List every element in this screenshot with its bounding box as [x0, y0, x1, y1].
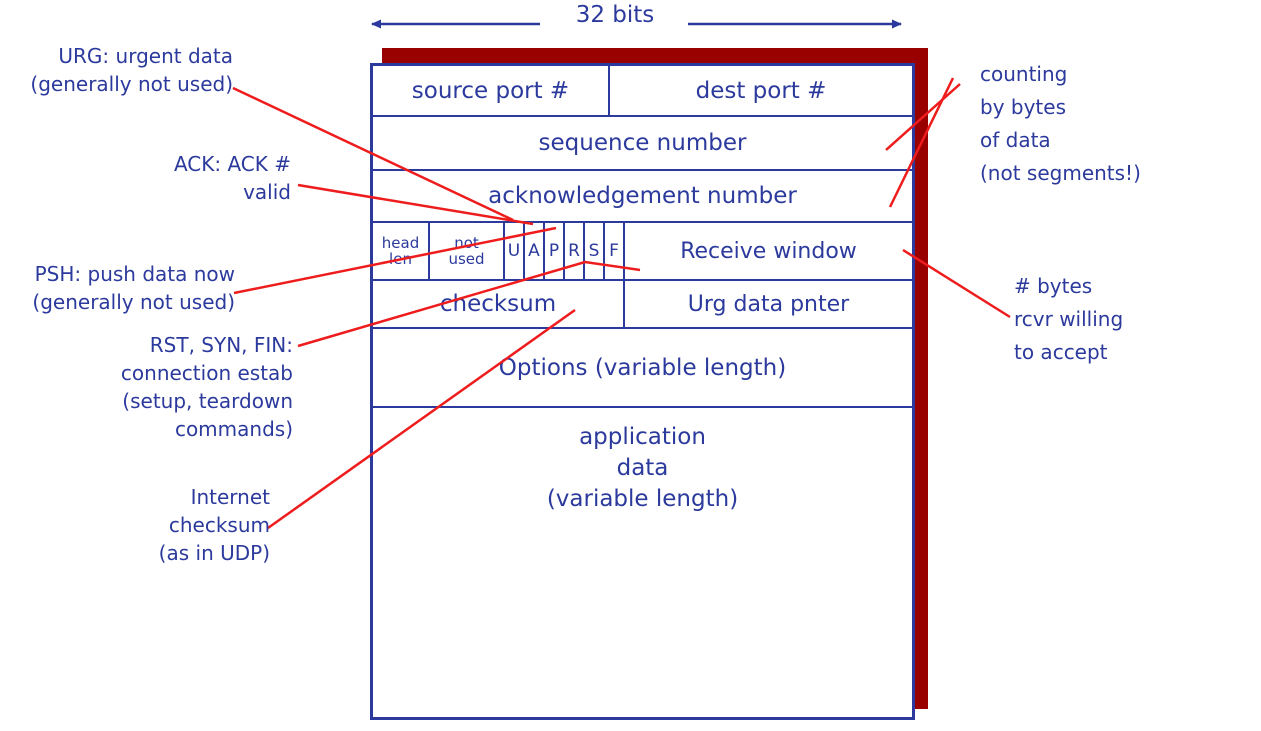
field-not-used: not used — [430, 223, 505, 279]
field-checksum: checksum — [373, 281, 625, 327]
flag-psh: P — [545, 223, 565, 279]
field-source-port: source port # — [373, 66, 610, 115]
annotation-byt-line3: to accept — [1014, 340, 1108, 364]
annotation-cnt-line4: (not segments!) — [980, 161, 1141, 185]
field-ack-number: acknowledgement number — [488, 183, 797, 209]
field-application-data: application data (variable length) — [373, 408, 912, 717]
field-head-len: head len — [373, 223, 430, 279]
width-label-32-bits: 32 bits — [575, 2, 655, 28]
annotation-byt-line1: # bytes — [1014, 274, 1093, 298]
field-urg-data-pointer: Urg data pnter — [687, 291, 850, 317]
row-ports: source port # dest port # — [373, 66, 912, 115]
row-application-data: application data (variable length) — [373, 406, 912, 717]
tcp-header-table: source port # dest port # sequence numbe… — [370, 63, 915, 720]
flag-ack: A — [525, 223, 545, 279]
annotation-rst-syn-fin: RST, SYN, FIN: connection estab (setup, … — [121, 331, 293, 443]
field-sequence-number: sequence number — [538, 130, 747, 156]
annotation-cnt-line3: of data — [980, 128, 1051, 152]
not-used-line1: not — [454, 234, 479, 252]
annotation-cnt-line2: by bytes — [980, 95, 1066, 119]
head-len-line2: len — [389, 250, 412, 268]
row-flags: head len not used U A P R S F Receive wi… — [373, 221, 912, 279]
annotation-chk-line1: Internet — [190, 485, 270, 509]
annotation-chk-line3: (as in UDP) — [158, 541, 270, 565]
field-options: Options (variable length) — [498, 354, 787, 381]
annotation-ack-line1: ACK: ACK # — [173, 152, 291, 176]
field-dest-port: dest port # — [695, 77, 827, 104]
annotation-psh-line2: (generally not used) — [32, 290, 235, 314]
flag-rst: R — [565, 223, 585, 279]
annotation-rst-line2: connection estab — [120, 361, 293, 385]
annotation-ack-line2: valid — [243, 180, 291, 204]
row-checksum: checksum Urg data pnter — [373, 279, 912, 327]
annotation-internet-checksum: Internet checksum (as in UDP) — [159, 483, 270, 567]
annotation-cnt-line1: counting — [980, 62, 1068, 86]
annotation-rst-line4: commands) — [174, 417, 293, 441]
annotation-counting-bytes: counting by bytes of data (not segments!… — [980, 58, 1141, 190]
annotation-ack: ACK: ACK # valid — [174, 150, 291, 206]
not-used-line2: used — [448, 250, 485, 268]
annotation-bytes-willing: # bytes rcvr willing to accept — [1014, 270, 1123, 369]
head-len-line1: head — [381, 234, 420, 252]
flag-fin: F — [605, 223, 625, 279]
app-data-line1: application — [579, 424, 706, 450]
flag-urg: U — [505, 223, 525, 279]
annotation-urg-line2: (generally not used) — [30, 72, 233, 96]
annotation-psh: PSH: push data now (generally not used) — [32, 260, 235, 316]
field-receive-window: Receive window — [680, 238, 857, 264]
row-options: Options (variable length) — [373, 327, 912, 406]
annotation-rst-line3: (setup, teardown — [122, 389, 293, 413]
annotation-byt-line2: rcvr willing — [1014, 307, 1124, 331]
annotation-chk-line2: checksum — [168, 513, 270, 537]
app-data-line2: data — [616, 455, 669, 481]
row-acknowledgement: acknowledgement number — [373, 169, 912, 221]
app-data-line3: (variable length) — [546, 486, 739, 512]
annotation-rst-line1: RST, SYN, FIN: — [149, 333, 293, 357]
annotation-urg-line1: URG: urgent data — [58, 44, 233, 68]
row-sequence: sequence number — [373, 115, 912, 169]
flag-syn: S — [585, 223, 605, 279]
annotation-psh-line1: PSH: push data now — [34, 262, 235, 286]
annotation-urg: URG: urgent data (generally not used) — [30, 42, 233, 98]
